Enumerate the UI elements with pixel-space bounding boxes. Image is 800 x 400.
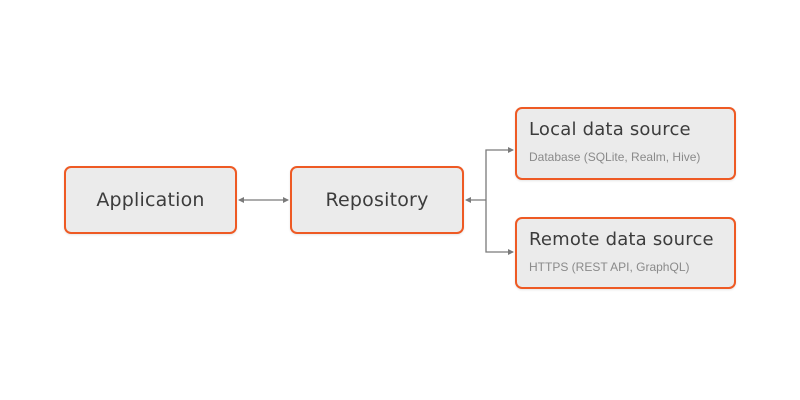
remote-data-source-node: Remote data source HTTPS (REST API, Grap… <box>515 217 736 289</box>
local-data-source-subtitle: Database (SQLite, Realm, Hive) <box>529 150 701 164</box>
repository-label: Repository <box>325 189 429 211</box>
remote-data-source-title: Remote data source <box>529 229 714 250</box>
local-data-source-node: Local data source Database (SQLite, Real… <box>515 107 736 180</box>
repo-remote-connector <box>485 200 514 255</box>
repository-node: Repository <box>290 166 464 234</box>
remote-data-source-subtitle: HTTPS (REST API, GraphQL) <box>529 260 690 274</box>
local-data-source-title: Local data source <box>529 119 691 140</box>
repo-local-connector <box>485 147 514 200</box>
application-node: Application <box>64 166 237 234</box>
application-label: Application <box>96 189 205 211</box>
